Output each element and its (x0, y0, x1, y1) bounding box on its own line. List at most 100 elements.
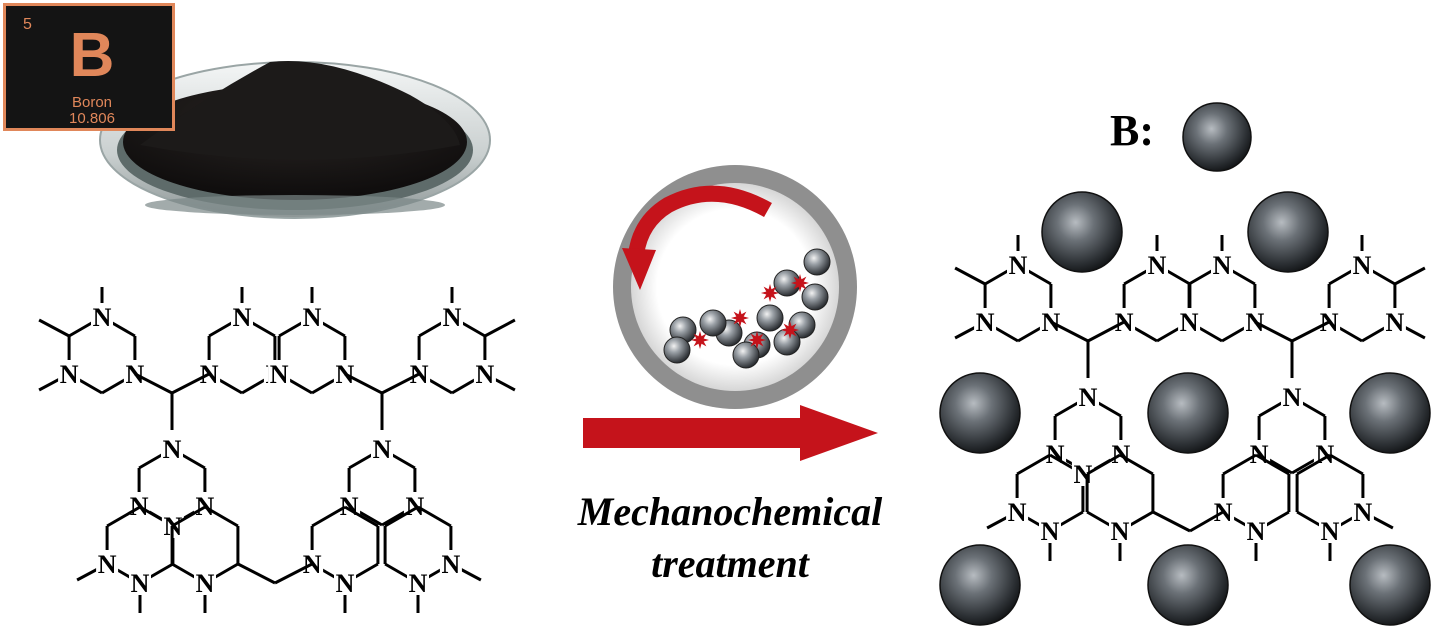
atom-bg (1007, 251, 1029, 277)
atom-bg (1039, 308, 1062, 334)
milling-ball (732, 341, 760, 369)
milling-ball (756, 304, 784, 332)
atom-bg (96, 550, 119, 576)
boron-sphere (1349, 372, 1431, 454)
nitrogen-atom: N (303, 303, 322, 332)
atom-bg (1113, 308, 1136, 334)
atom-bg (1383, 308, 1406, 334)
nitrogen-atom: N (60, 360, 79, 389)
boron-sphere (1147, 372, 1229, 454)
atom-bg (58, 360, 81, 386)
bond (381, 372, 420, 395)
atom-bg (129, 569, 151, 595)
atom-bg (198, 360, 221, 386)
nitrogen-atom: N (406, 492, 425, 521)
boron-sphere (1147, 544, 1229, 626)
atomic-number: 5 (23, 16, 32, 33)
nitrogen-atom: N (1321, 517, 1340, 546)
nitrogen-atom: N (98, 550, 117, 579)
atom-bg (1039, 517, 1061, 543)
atom-bg (1318, 308, 1341, 334)
atom-bg (1146, 251, 1168, 277)
bond (344, 505, 379, 528)
atom-bg (334, 569, 356, 595)
milling-ball (699, 309, 727, 337)
bond (1222, 453, 1257, 476)
atom-bg (1006, 498, 1029, 524)
atom-bg (1178, 308, 1201, 334)
bond (38, 318, 70, 338)
impact-spark (691, 331, 709, 349)
atomic-mass: 10.806 (69, 110, 115, 127)
atom-bg (1211, 251, 1233, 277)
nitrogen-atom: N (233, 303, 252, 332)
boron-sphere (1247, 191, 1329, 273)
boron-sphere (939, 372, 1021, 454)
atom-bg (1351, 251, 1373, 277)
bond (1394, 266, 1426, 286)
impact-spark (761, 284, 779, 302)
bond (344, 372, 383, 395)
bond (484, 318, 516, 338)
bond (311, 505, 346, 528)
nitrogen-atom: N (336, 569, 355, 598)
process-label-line2: treatment (651, 541, 809, 586)
atom-bg (408, 360, 431, 386)
bond (417, 505, 452, 528)
atom-bg (301, 303, 323, 329)
bond (204, 505, 239, 528)
atom-bg (441, 303, 463, 329)
bond (1255, 453, 1290, 476)
process-label-line1: Mechanochemical (577, 489, 883, 534)
milling-ball (801, 283, 829, 311)
atom-bg (1077, 383, 1099, 409)
element-symbol: B (69, 21, 115, 90)
impact-spark (731, 309, 749, 327)
bond (1050, 320, 1089, 343)
boron-sphere (1182, 102, 1252, 172)
atom-bg (371, 435, 393, 461)
atom-bg (301, 550, 324, 576)
nitrogen-atom: N (373, 435, 392, 464)
bond (1296, 453, 1331, 476)
legend-label: B: (1110, 106, 1154, 155)
bond (954, 266, 986, 286)
bond (1016, 453, 1051, 476)
atom-bg (1281, 383, 1303, 409)
bond (106, 505, 141, 528)
atom-bg (123, 360, 146, 386)
milling-ball (663, 336, 691, 364)
nitrogen-atom: N (976, 308, 995, 337)
element-name: Boron (71, 94, 113, 111)
atom-bg (231, 303, 253, 329)
nitrogen-atom: N (196, 492, 215, 521)
atom-bg (439, 550, 462, 576)
bond (1291, 320, 1330, 343)
boron-sphere (1349, 544, 1431, 626)
nitrogen-atom: N (1250, 440, 1269, 469)
impact-spark (791, 274, 809, 292)
nitrogen-atom: N (1009, 251, 1028, 280)
boron-element-card: 5 B Boron 10.806 (3, 3, 175, 131)
atom-bg (974, 308, 997, 334)
nitrogen-atom: N (340, 492, 359, 521)
atom-bg (333, 360, 356, 386)
bond (274, 562, 313, 585)
boron-powder-dish (99, 60, 491, 219)
atom-bg (1245, 517, 1267, 543)
atom-bg (194, 569, 216, 595)
atom-bg (161, 435, 183, 461)
nitrogen-atom: N (1074, 460, 1093, 489)
milling-ball (803, 248, 831, 276)
atom-bg (1109, 517, 1131, 543)
atom-bg (473, 360, 496, 386)
nitrogen-atom: N (1180, 308, 1199, 337)
bond (1189, 510, 1224, 533)
bond (134, 372, 173, 395)
bond (1086, 453, 1121, 476)
reaction-arrow (583, 405, 878, 461)
